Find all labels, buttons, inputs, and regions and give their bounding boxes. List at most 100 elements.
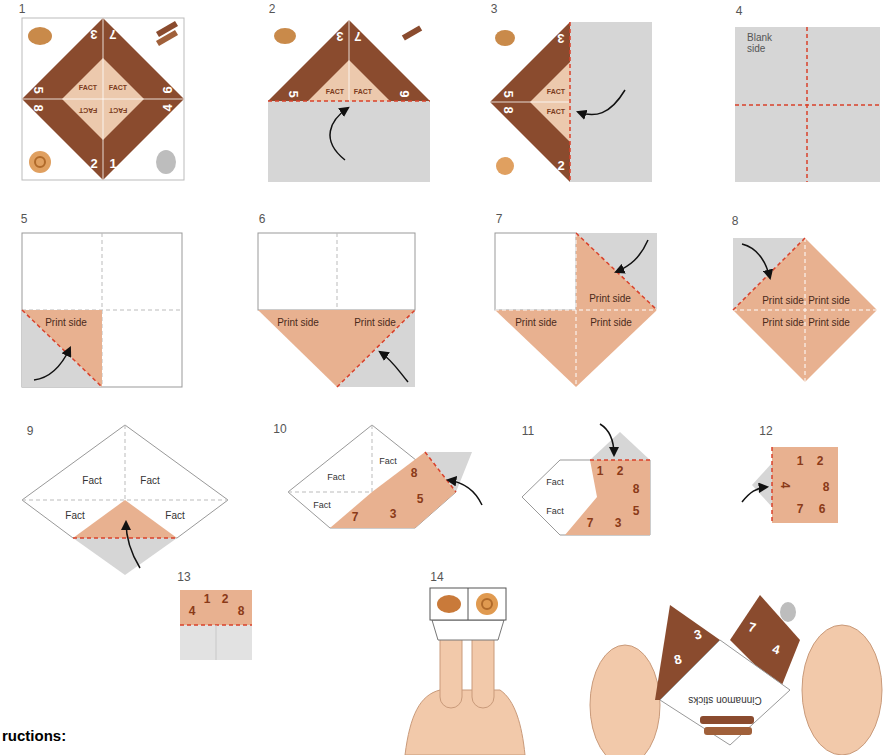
fact-label: Fact <box>165 510 184 521</box>
template-number: 4 <box>161 104 175 111</box>
step11-fold-part <box>565 460 650 535</box>
step3-fold <box>490 22 652 182</box>
fold-number: 5 <box>417 493 424 506</box>
step-number: 7 <box>496 213 503 226</box>
step3-fold-part <box>569 22 571 182</box>
step7-fold-part <box>495 310 657 311</box>
flap-text: Cinnamon sticks <box>688 695 761 706</box>
step2-fold-part <box>402 25 422 40</box>
step9-fold-part <box>73 537 177 539</box>
step9-fold-part <box>126 522 140 568</box>
fold-number: 1 <box>797 455 804 468</box>
step14-hand-part <box>437 595 461 613</box>
template-number: 3 <box>90 27 97 41</box>
step1-template-part <box>156 150 176 174</box>
fact-tag: FACT <box>326 88 344 96</box>
fold-number: 1 <box>597 465 604 478</box>
step10-fold-part <box>288 492 372 493</box>
step-number: 14 <box>430 571 443 584</box>
step1-template-part <box>156 30 178 46</box>
finished-fortune-teller <box>590 595 882 755</box>
step4-blank-sheet <box>735 27 880 182</box>
step9-fold-part <box>73 538 177 575</box>
step7-fold-part <box>616 240 648 272</box>
finished-fortune-teller-part <box>700 716 754 724</box>
step3-fold-part <box>490 22 570 182</box>
step1-template-part <box>28 27 52 45</box>
step-number: 4 <box>736 5 743 18</box>
step-number: 8 <box>732 215 739 228</box>
fact-label: Fact <box>140 475 159 486</box>
step11-fold <box>522 424 650 535</box>
step12-fold-part <box>752 463 772 507</box>
fold-number: 4 <box>189 605 196 618</box>
step-number: 10 <box>273 423 286 436</box>
step4-blank-sheet-part <box>735 104 880 106</box>
step14-hand-part <box>405 690 525 755</box>
fact-tag: FACT <box>79 84 97 92</box>
template-number: 3 <box>336 29 343 43</box>
step3-fold-part <box>490 22 570 182</box>
step7-fold-part <box>576 233 657 310</box>
step12-fold-part <box>771 447 773 523</box>
fold-number: 2 <box>222 593 229 606</box>
finished-fortune-teller-part <box>590 645 660 755</box>
step-number: 3 <box>491 3 498 16</box>
template-number: 3 <box>557 31 564 45</box>
fact-tag: FACT <box>547 108 565 116</box>
step1-template-part <box>22 99 184 100</box>
fact-label: Fact <box>546 478 564 488</box>
step4-blank-sheet-part <box>735 27 880 182</box>
step2-fold-part <box>268 20 430 101</box>
step1-template-part <box>22 18 184 180</box>
step8-fold-part <box>742 244 770 278</box>
finished-fortune-teller-part <box>704 727 752 735</box>
step6-fold-part <box>258 310 337 387</box>
step5-fold-part <box>22 310 102 387</box>
fact-tag: FACT <box>547 88 565 96</box>
fold-number: 2 <box>817 455 824 468</box>
step-number: 13 <box>177 571 190 584</box>
step6-fold <box>258 233 415 387</box>
template-number: 8 <box>31 104 45 111</box>
fact-tag: FACT <box>79 106 97 114</box>
step13-fold-part <box>180 590 252 625</box>
step6-fold-part <box>337 310 415 387</box>
step8-fold <box>733 238 877 382</box>
fold-number: 5 <box>633 505 640 518</box>
template-number: 6 <box>398 90 412 97</box>
template-number: 6 <box>161 86 175 93</box>
side-label: Print side <box>354 317 396 328</box>
step14-hand <box>405 588 525 755</box>
step6-fold-part <box>337 310 415 387</box>
fold-number: 8 <box>633 483 640 496</box>
fold-number: 8 <box>411 467 418 480</box>
step2-fold-part <box>330 108 348 160</box>
fact-tag: FACT <box>109 106 127 114</box>
step2-fold-part <box>268 20 430 182</box>
side-label: Blank side <box>747 32 787 54</box>
step10-fold <box>288 425 482 528</box>
step14-hand-part <box>468 588 469 620</box>
step2-fold <box>268 20 430 182</box>
step1-template <box>22 18 184 180</box>
finished-fortune-teller-part <box>802 625 882 755</box>
fold-number: 3 <box>390 508 397 521</box>
template-number: 2 <box>90 157 97 171</box>
step14-hand-part <box>430 588 506 620</box>
step5-fold-part <box>22 310 102 387</box>
step2-fold-part <box>268 100 430 102</box>
step10-fold-part <box>425 452 456 492</box>
step14-hand-part <box>476 593 498 615</box>
fold-number: 7 <box>587 517 594 530</box>
step12-fold <box>742 447 838 523</box>
step7-fold-part <box>576 233 657 310</box>
step1-template-part <box>29 151 51 173</box>
step1-template-part <box>35 157 45 167</box>
template-number: 7 <box>109 27 116 41</box>
step5-fold-part <box>22 310 102 387</box>
step5-fold-part <box>22 233 182 387</box>
side-label: Print side <box>45 317 87 328</box>
step9-fold-part <box>125 425 126 500</box>
